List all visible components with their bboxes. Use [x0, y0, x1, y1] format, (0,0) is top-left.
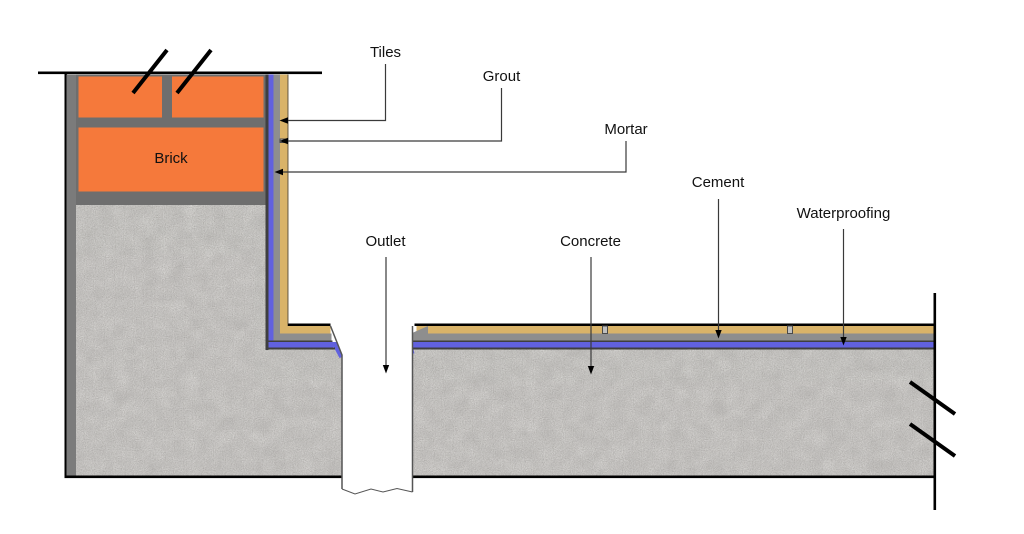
- wall-tile-layer: [280, 74, 288, 334]
- grout-label: Grout: [483, 68, 521, 85]
- floor-outline-right: [402, 347, 934, 350]
- cement-arrowhead: [715, 330, 722, 339]
- floor-cement-layer-left: [273, 333, 332, 341]
- floor-tile-layer-left: [280, 326, 331, 334]
- wall-tile-face-line: [287, 74, 289, 334]
- wall-waterproofing-layer: [268, 74, 274, 349]
- tiles-arrowhead: [279, 117, 288, 124]
- outlet-left-wall-line: [329, 325, 343, 489]
- mortar-leader-line: [282, 141, 627, 173]
- wall-left-outline: [64, 73, 68, 478]
- section-cut-marks: [38, 48, 957, 510]
- brick-row1-right: [172, 76, 264, 118]
- outlet-channel: [329, 322, 414, 495]
- wall-face-outline: [265, 74, 269, 350]
- callouts: Tiles Grout Mortar Cement Waterproofing …: [274, 44, 891, 375]
- floor-layers-right: [402, 323, 934, 354]
- ground-line: [38, 71, 322, 75]
- mortar-arrowhead: [274, 168, 283, 176]
- outlet-void: [330, 322, 413, 494]
- tiles-leader-line: [287, 64, 387, 122]
- brick-wall: Brick: [76, 74, 266, 205]
- concrete-arrowhead: [587, 366, 595, 375]
- floor-tile-layer-right: [416, 326, 934, 334]
- slab-break-mark-2: [908, 422, 957, 458]
- tiles-label: Tiles: [370, 44, 401, 61]
- floor-grout-joint-1: [602, 325, 608, 334]
- grout-arrowhead: [279, 137, 288, 145]
- brick-label: Brick: [154, 150, 188, 167]
- floor-cement-underline-right: [409, 340, 934, 342]
- floor-cement-layer-right: [411, 333, 934, 341]
- outlet-break-edge: [341, 487, 413, 495]
- floor-surface-line-left: [288, 323, 331, 326]
- floor-grout-joint-2: [787, 325, 793, 334]
- wall-mortar-layer: [273, 74, 280, 342]
- floor-cement-underline-left: [268, 340, 333, 342]
- concrete-label: Concrete: [560, 233, 621, 250]
- outlet-label: Outlet: [365, 233, 406, 250]
- waterproofing-label: Waterproofing: [797, 205, 891, 222]
- outlet-arrowhead: [382, 365, 390, 374]
- wall-face-layers: [265, 74, 289, 350]
- slab-bottom-border-left: [64, 475, 342, 479]
- slab-break-mark-1: [908, 380, 957, 416]
- waterproofing-arrowhead: [840, 337, 847, 346]
- slab-bottom-border-right: [412, 475, 934, 479]
- brick-row2: [78, 127, 264, 192]
- brick-row1-left: [78, 76, 162, 118]
- grout-leader-line: [287, 88, 503, 142]
- floor-waterproofing-layer-right: [405, 342, 934, 348]
- wall-break-mark-2: [175, 48, 213, 95]
- wall-left-render-strip: [66, 74, 76, 476]
- floor-outline-left: [265, 347, 335, 350]
- cement-label: Cement: [692, 174, 745, 191]
- mortar-label: Mortar: [604, 121, 647, 138]
- wall-break-mark-1: [131, 48, 169, 95]
- floor-surface-line-right: [414, 323, 934, 326]
- floor-waterproofing-layer-left: [268, 342, 334, 348]
